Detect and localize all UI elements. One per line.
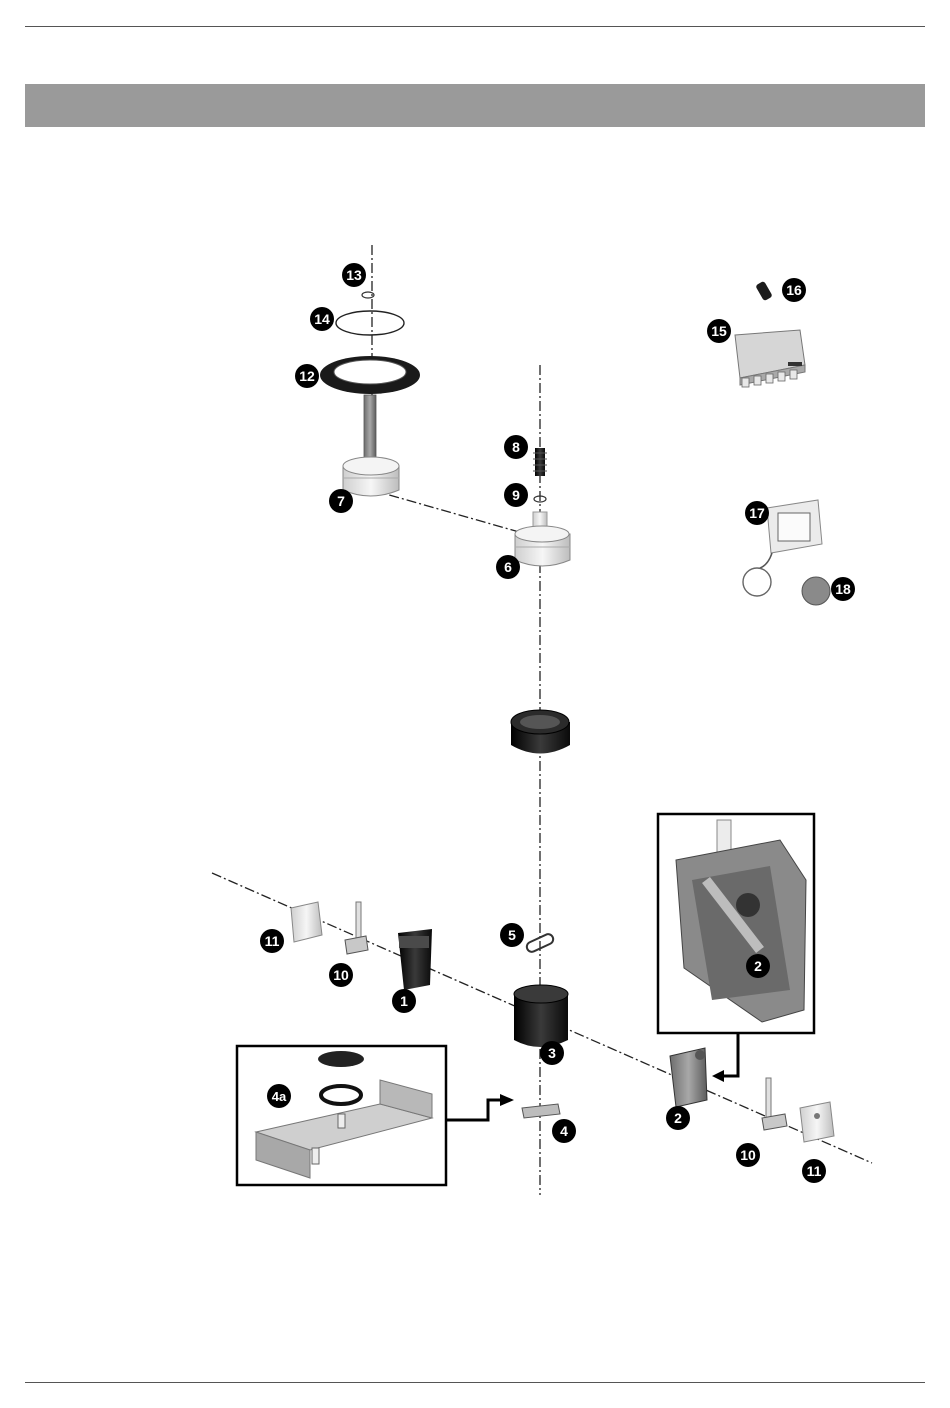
callout-8: 8 — [504, 435, 528, 459]
callout-4: 4 — [552, 1119, 576, 1143]
svg-text:12: 12 — [299, 368, 315, 384]
svg-text:7: 7 — [337, 493, 345, 509]
cover-11-right — [800, 1102, 834, 1142]
callout-16: 16 — [782, 278, 806, 302]
svg-text:18: 18 — [835, 581, 851, 597]
svg-text:10: 10 — [740, 1147, 756, 1163]
detail-box-2 — [658, 814, 814, 1082]
control-box-15 — [735, 330, 805, 387]
callout-11-left: 11 — [260, 929, 284, 953]
svg-text:16: 16 — [786, 282, 802, 298]
callout-14: 14 — [310, 307, 334, 331]
svg-text:13: 13 — [346, 267, 362, 283]
callout-9: 9 — [504, 483, 528, 507]
svg-text:15: 15 — [711, 323, 727, 339]
svg-text:2: 2 — [674, 1110, 682, 1126]
svg-text:4a: 4a — [272, 1089, 287, 1104]
connector-6 — [515, 512, 570, 566]
callout-10-left: 10 — [329, 963, 353, 987]
svg-text:11: 11 — [265, 933, 280, 949]
svg-text:17: 17 — [749, 505, 765, 521]
svg-text:10: 10 — [333, 967, 349, 983]
clip-10-left — [345, 902, 368, 954]
pump-3 — [514, 985, 568, 1047]
callout-11-right: 11 — [802, 1159, 826, 1183]
callout-4a: 4a — [267, 1084, 291, 1108]
svg-text:14: 14 — [314, 311, 330, 327]
callout-17: 17 — [745, 501, 769, 525]
callout-5: 5 — [500, 923, 524, 947]
disk-18 — [802, 577, 830, 605]
svg-text:1: 1 — [400, 993, 408, 1009]
callout-15: 15 — [707, 319, 731, 343]
callout-1: 1 — [392, 989, 416, 1013]
svg-text:6: 6 — [504, 559, 512, 575]
gasket-12 — [320, 356, 420, 394]
valve-8 — [533, 448, 547, 476]
lock-nut — [511, 710, 570, 754]
svg-text:3: 3 — [548, 1045, 556, 1061]
callout-10-right: 10 — [736, 1143, 760, 1167]
cover-11-left — [291, 902, 322, 942]
callout-7: 7 — [329, 489, 353, 513]
seal-ring-14 — [336, 311, 404, 335]
callout-3: 3 — [540, 1041, 564, 1065]
svg-text:4: 4 — [560, 1123, 568, 1139]
bracket-2-small — [670, 1048, 707, 1107]
svg-text:9: 9 — [512, 487, 520, 503]
svg-text:2: 2 — [754, 958, 762, 974]
base-plate-4 — [522, 1104, 560, 1118]
clip-10-right — [762, 1078, 787, 1130]
bracket-1 — [398, 929, 432, 990]
callout-2: 2 — [666, 1106, 690, 1130]
callout-12: 12 — [295, 364, 319, 388]
svg-text:8: 8 — [512, 439, 520, 455]
tube-adapter-7 — [343, 395, 399, 496]
svg-text:11: 11 — [807, 1163, 822, 1179]
plug-16 — [755, 281, 773, 302]
svg-text:5: 5 — [508, 927, 516, 943]
callout-18: 18 — [831, 577, 855, 601]
callout-2-detail: 2 — [746, 954, 770, 978]
callout-13: 13 — [342, 263, 366, 287]
detail-box-4a — [237, 1046, 514, 1185]
callout-6: 6 — [496, 555, 520, 579]
